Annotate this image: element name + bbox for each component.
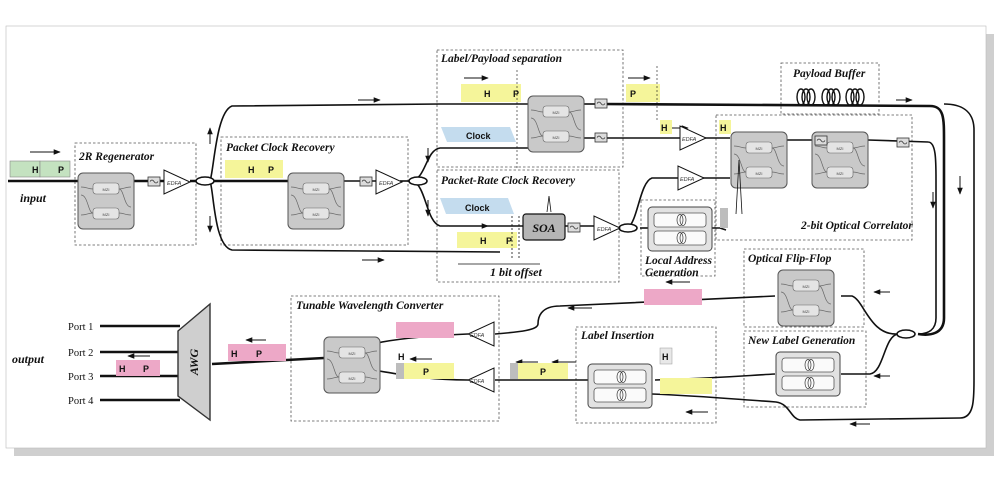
input-payload: P: [58, 165, 64, 175]
optical-flip-flop-box: [743, 248, 865, 328]
edfa-label: EDFA: [470, 333, 485, 339]
edfa-label: EDFA: [379, 181, 394, 187]
output-header: H: [119, 364, 126, 374]
port-3-label: Port 3: [68, 372, 93, 383]
packet-rate-clock-recovery-title: Packet-Rate Clock Recovery: [441, 175, 576, 187]
packet-blocks: H P H P H P P H H H P H P H P H P H: [9, 84, 743, 394]
payload-out: P: [630, 89, 636, 99]
rate-clock-label: Clock: [465, 203, 491, 213]
fiber-couplers: [195, 176, 916, 339]
label-reinserted-header: H: [398, 352, 405, 362]
packet-rate-clock-recovery-box: [436, 169, 620, 283]
label-payload-separation-box: [436, 49, 624, 168]
optical-flip-flop-title: Optical Flip-Flop: [748, 253, 832, 265]
bit-offset-label: 1 bit offset: [490, 265, 542, 279]
new-label-generation-box: [743, 330, 867, 408]
clock-rate-header: H: [480, 236, 487, 246]
awg-router: AWG: [177, 302, 211, 422]
edfa-label: EDFA: [682, 137, 697, 143]
packet-clock-recovery-box: [220, 136, 409, 246]
soa-amplifier: SOA: [522, 213, 566, 241]
clock-recovery-header: H: [248, 165, 255, 175]
output-payload: P: [143, 364, 149, 374]
converter-payload: P: [423, 367, 429, 377]
edfa-label: EDFA: [167, 181, 182, 187]
separation-payload: P: [513, 89, 519, 99]
soa-label: SOA: [532, 221, 555, 235]
clock-rate-payload: P: [506, 236, 512, 246]
input-label: input: [20, 191, 47, 205]
new-label-generation-title: New Label Generation: [747, 335, 855, 347]
regenerator-title: 2R Regenerator: [78, 151, 155, 163]
edfa-label: EDFA: [470, 379, 485, 385]
label-payload-separation-title: Label/Payload separation: [440, 53, 562, 65]
local-address-title-line2: Generation: [645, 267, 699, 279]
bit-offset-marker: 1 bit offset: [458, 66, 658, 279]
input-header: H: [32, 165, 39, 175]
header-at-correlator: H: [720, 123, 727, 133]
payload-buffer-box: [780, 62, 880, 115]
label-insertion-title: Label Insertion: [580, 330, 654, 342]
optical-correlator-title: 2-bit Optical Correlator: [800, 220, 913, 232]
port-1-label: Port 1: [68, 322, 93, 333]
converter-out-header: H: [231, 349, 238, 359]
optical-correlator-box: [715, 114, 913, 241]
edfa-label: EDFA: [597, 227, 612, 233]
clock-signals: Clock Clock: [440, 127, 516, 214]
separation-header: H: [484, 89, 491, 99]
label-insertion-box: [575, 326, 717, 424]
converter-out-payload: P: [256, 349, 262, 359]
payload-buffer-spools: [796, 88, 865, 106]
local-address-generation-box: [640, 199, 716, 277]
local-address-title-line1: Local Address: [644, 255, 712, 267]
edfa-labels: EDFA EDFA EDFA EDFA EDFA EDFA EDFA: [167, 137, 697, 385]
awg-label: AWG: [187, 349, 201, 377]
output-ports: Port 1 Port 2 Port 3 Port 4: [68, 322, 94, 407]
edfa-amplifiers: [163, 125, 708, 393]
payload-to-insertion: P: [540, 367, 546, 377]
regenerator-box: [74, 142, 197, 246]
separation-clock-label: Clock: [466, 131, 492, 141]
payload-buffer-title: Payload Buffer: [793, 68, 866, 80]
edfa-label: EDFA: [680, 177, 695, 183]
port-4-label: Port 4: [68, 396, 94, 407]
output-label: output: [12, 352, 45, 366]
new-label-header: H: [662, 352, 669, 362]
port-2-label: Port 2: [68, 348, 93, 359]
packet-clock-recovery-title: Packet Clock Recovery: [226, 142, 335, 154]
tunable-wavelength-converter-title: Tunable Wavelength Converter: [296, 300, 444, 312]
clock-recovery-payload: P: [268, 165, 274, 175]
header-to-correlator: H: [661, 123, 668, 133]
